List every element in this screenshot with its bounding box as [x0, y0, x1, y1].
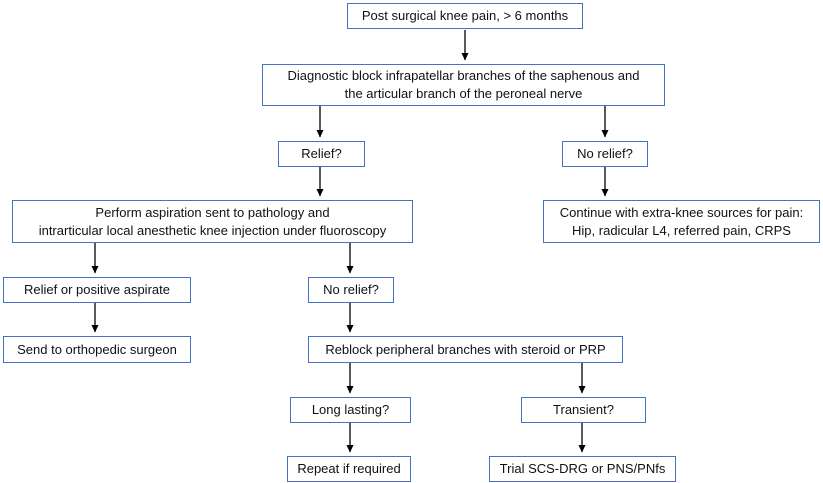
node-transient-question: Transient? [521, 397, 646, 423]
node-perform-aspiration: Perform aspiration sent to pathology and… [12, 200, 413, 243]
node-label: Send to orthopedic surgeon [17, 341, 177, 357]
node-label: Relief? [301, 146, 342, 161]
node-repeat-if-required: Repeat if required [287, 456, 411, 482]
node-label-line1: Diagnostic block infrapatellar branches … [287, 68, 640, 83]
node-label-line2: intrarticular local anesthetic knee inje… [38, 222, 387, 238]
node-trial-scs-drg-pns: Trial SCS-DRG or PNS/PNfs [489, 456, 676, 482]
node-label: Transient? [553, 402, 614, 417]
node-relief-question: Relief? [278, 141, 365, 167]
node-post-surgical-knee-pain: Post surgical knee pain, > 6 months [347, 3, 583, 29]
node-diagnostic-block: Diagnostic block infrapatellar branches … [262, 64, 665, 106]
node-label: Reblock peripheral branches with steroid… [325, 341, 606, 357]
node-label: Trial SCS-DRG or PNS/PNfs [499, 461, 666, 476]
node-label-line1: Continue with extra-knee sources for pai… [559, 204, 804, 220]
node-label-line1: Perform aspiration sent to pathology and [95, 204, 330, 220]
node-label: No relief? [577, 146, 633, 161]
node-no-relief-question: No relief? [562, 141, 648, 167]
node-label-line2: Hip, radicular L4, referred pain, CRPS [572, 222, 791, 238]
node-label: Repeat if required [297, 461, 401, 476]
node-label: Relief or positive aspirate [24, 282, 170, 297]
node-continue-extra-knee-sources: Continue with extra-knee sources for pai… [543, 200, 820, 243]
node-label: No relief? [323, 282, 379, 297]
node-long-lasting-question: Long lasting? [290, 397, 411, 423]
node-label: Long lasting? [311, 402, 390, 417]
node-label-line2: the articular branch of the peroneal ner… [344, 86, 583, 101]
node-reblock-peripheral-branches: Reblock peripheral branches with steroid… [308, 336, 623, 363]
node-label: Post surgical knee pain, > 6 months [361, 8, 569, 23]
node-no-relief-question-2: No relief? [308, 277, 394, 303]
node-send-to-orthopedic-surgeon: Send to orthopedic surgeon [3, 336, 191, 363]
node-relief-or-positive-aspirate: Relief or positive aspirate [3, 277, 191, 303]
